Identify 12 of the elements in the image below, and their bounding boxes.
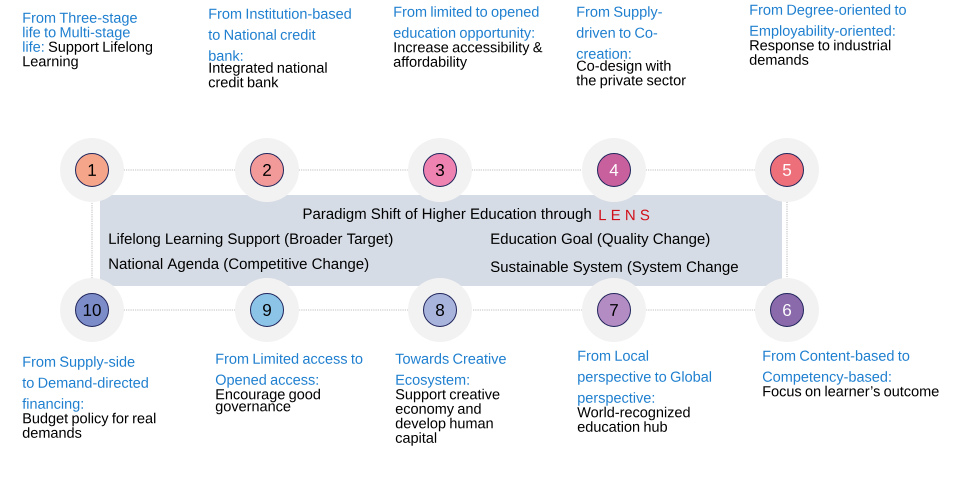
description-text: From Supply-driven to Co-creation: Co-design with the private sector — [576, 6, 686, 88]
description-text: From Limited access to Opened access: Encourage good governance — [216, 353, 362, 414]
description-text: From Three-stage life to Multi-stage life: Support Lifelong Learning — [23, 12, 152, 70]
description-text: From Institution-based to National credit bank: Integrated national credit bank — [208, 8, 351, 88]
description-text: From Content-based to Competency-based: Focus on learner’s outcome — [762, 350, 939, 396]
dotted-connector — [786, 202, 788, 278]
description-text: Towards Creative Ecosystem: Support creative economy and develop human capital — [396, 353, 506, 446]
summary-box: Paradigm Shift of Higher Education through L E N S Lifelong Learning Support (Broader Target) Education Goal (Quality Change) National Agenda (Competitive Change) Sustainable System (System Change — [100, 195, 782, 286]
description-text: From limited to opened education opportunity: Increase accessibility & affordability — [394, 6, 542, 70]
description-text: From Local perspective to Global perspective: World-recognized education hub — [577, 350, 712, 432]
description-text: From Supply-side to Demand-directed financing: Budget policy for real demands — [22, 356, 156, 438]
description-text: From Degree-oriented to Employability-oriented: Response to industrial demands — [750, 4, 906, 65]
